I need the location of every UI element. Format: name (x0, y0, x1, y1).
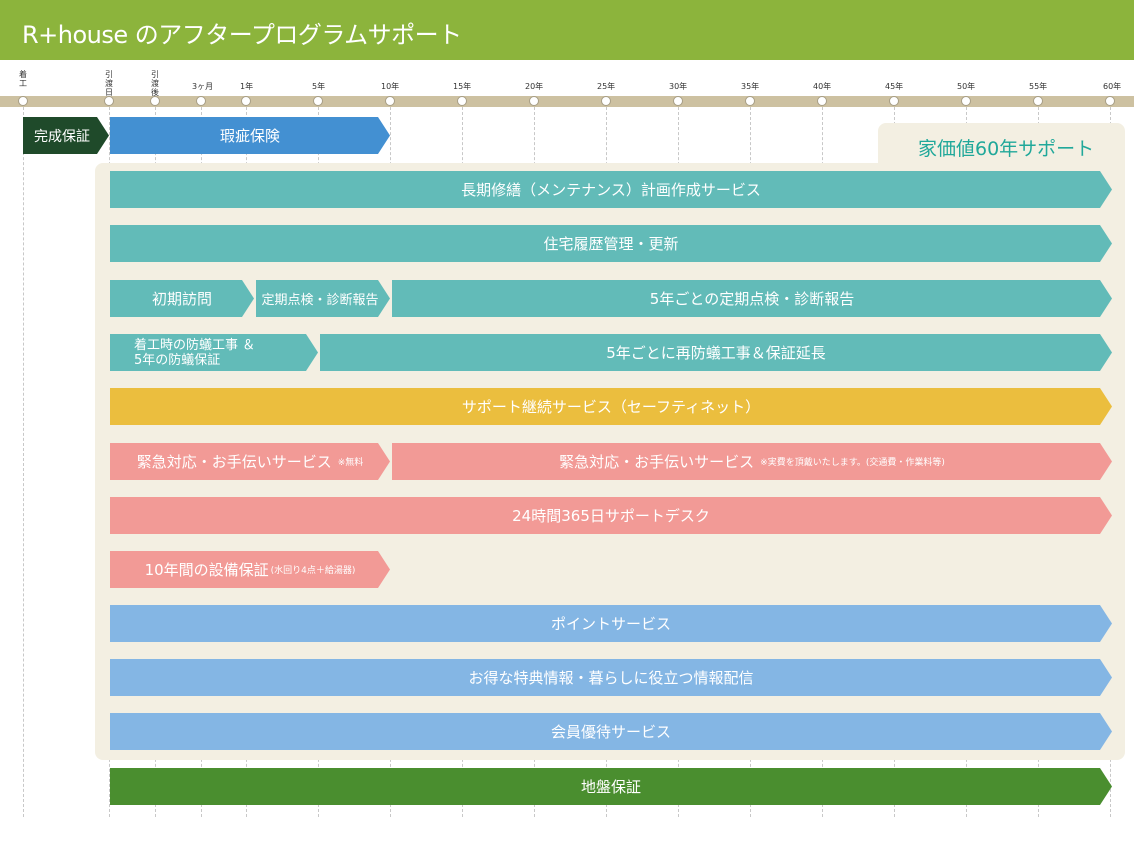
bar-equipment-warranty: 10年間の設備保証 (水回り4点＋給湯器) (110, 551, 390, 588)
timeline-dot (1105, 96, 1115, 106)
bar-label: 長期修繕（メンテナンス）計画作成サービス (461, 181, 761, 199)
bar-label: 5年ごとの定期点検・診断報告 (649, 290, 855, 308)
bar-member-benefits: 会員優待サービス (110, 713, 1112, 750)
bar-safety-net: サポート継続サービス（セーフティネット） (110, 388, 1112, 425)
tick-label: 30年 (669, 82, 688, 91)
bar-periodic-inspection: 定期点検・診断報告 (256, 280, 390, 317)
bar-label: 会員優待サービス (550, 723, 671, 741)
tick-label: 3ヶ月 (192, 82, 214, 91)
timeline-dot (529, 96, 539, 106)
bar-emergency-free: 緊急対応・お手伝いサービス ※無料 (110, 443, 390, 480)
tick-label: 20年 (525, 82, 544, 91)
support-tab (878, 123, 1125, 179)
bar-note: ※実費を頂戴いたします。(交通費・作業料等) (760, 458, 945, 468)
tick-label: 5年 (312, 82, 326, 91)
bar-label: 瑕疵保険 (219, 127, 280, 145)
tick-label: 35年 (741, 82, 760, 91)
timeline-dot (385, 96, 395, 106)
bar-points: ポイントサービス (110, 605, 1112, 642)
label-after-handover: 引渡後 (151, 70, 159, 97)
timeline-dot (196, 96, 206, 106)
bar-note: ※無料 (337, 458, 364, 468)
bar-label: 24時間365日サポートデスク (512, 507, 710, 525)
bar-label: 住宅履歴管理・更新 (543, 235, 679, 253)
page-title: R+house のアフタープログラムサポート (22, 21, 462, 49)
bar-5yr-inspection: 5年ごとの定期点検・診断報告 (392, 280, 1112, 317)
bar-note: (水回り4点＋給湯器) (270, 566, 356, 576)
bar-completion-guarantee: 完成保証 (23, 117, 109, 154)
bar-label: お得な特典情報・暮らしに役立つ情報配信 (468, 669, 754, 687)
bar-label: 地盤保証 (580, 778, 641, 796)
bar-support-desk: 24時間365日サポートデスク (110, 497, 1112, 534)
label-start: 着工 (19, 70, 27, 88)
bar-label: 10年間の設備保証 (144, 561, 269, 579)
timeline-dot (1033, 96, 1043, 106)
bar-label: 定期点検・診断報告 (261, 293, 379, 308)
tick-label: 50年 (957, 82, 976, 91)
bar-label-line2: 5年の防蟻保証 (134, 352, 221, 368)
timeline-dot (745, 96, 755, 106)
bar-label: 5年ごとに再防蟻工事＆保証延長 (606, 344, 826, 362)
bar-label: 初期訪問 (151, 290, 212, 308)
bar-defect-insurance: 瑕疵保険 (110, 117, 390, 154)
bar-termite-initial: 着工時の防蟻工事 ＆ 5年の防蟻保証 (110, 334, 318, 371)
timeline-dot (313, 96, 323, 106)
bar-info-delivery: お得な特典情報・暮らしに役立つ情報配信 (110, 659, 1112, 696)
timeline-dot (889, 96, 899, 106)
tick-label: 10年 (381, 82, 400, 91)
bar-label: 緊急対応・お手伝いサービス (559, 453, 755, 471)
tick-label: 55年 (1029, 82, 1048, 91)
bar-ground-guarantee: 地盤保証 (110, 768, 1112, 805)
bar-label: サポート継続サービス（セーフティネット） (461, 398, 761, 416)
bar-label: 完成保証 (34, 128, 90, 145)
tick-label: 60年 (1103, 82, 1122, 91)
tick-label: 40年 (813, 82, 832, 91)
bar-label: 着工時の防蟻工事 ＆ (134, 337, 256, 353)
bar-termite-renewal: 5年ごとに再防蟻工事＆保証延長 (320, 334, 1112, 371)
timeline-dot (817, 96, 827, 106)
bar-housing-history: 住宅履歴管理・更新 (110, 225, 1112, 262)
timeline-dot (104, 96, 114, 106)
tick-label: 15年 (453, 82, 472, 91)
tick-label: 1年 (240, 82, 254, 91)
label-handover: 引渡日 (105, 70, 113, 97)
bar-label: 緊急対応・お手伝いサービス (136, 453, 332, 471)
bar-label: ポイントサービス (550, 615, 671, 633)
timeline-dot (150, 96, 160, 106)
timeline-dot (18, 96, 28, 106)
bar-maintenance-plan: 長期修繕（メンテナンス）計画作成サービス (110, 171, 1112, 208)
support-label: 家価値60年サポート (918, 138, 1095, 160)
header-banner: R+house のアフタープログラムサポート (0, 0, 1134, 60)
timeline-track (0, 96, 1134, 107)
timeline-dot (673, 96, 683, 106)
timeline-guide (23, 107, 24, 817)
tick-label: 25年 (597, 82, 616, 91)
tick-label: 45年 (885, 82, 904, 91)
timeline-dot (961, 96, 971, 106)
timeline-dot (457, 96, 467, 106)
bar-emergency-paid: 緊急対応・お手伝いサービス ※実費を頂戴いたします。(交通費・作業料等) (392, 443, 1112, 480)
timeline-dot (601, 96, 611, 106)
bar-initial-visit: 初期訪問 (110, 280, 254, 317)
timeline-dot (241, 96, 251, 106)
